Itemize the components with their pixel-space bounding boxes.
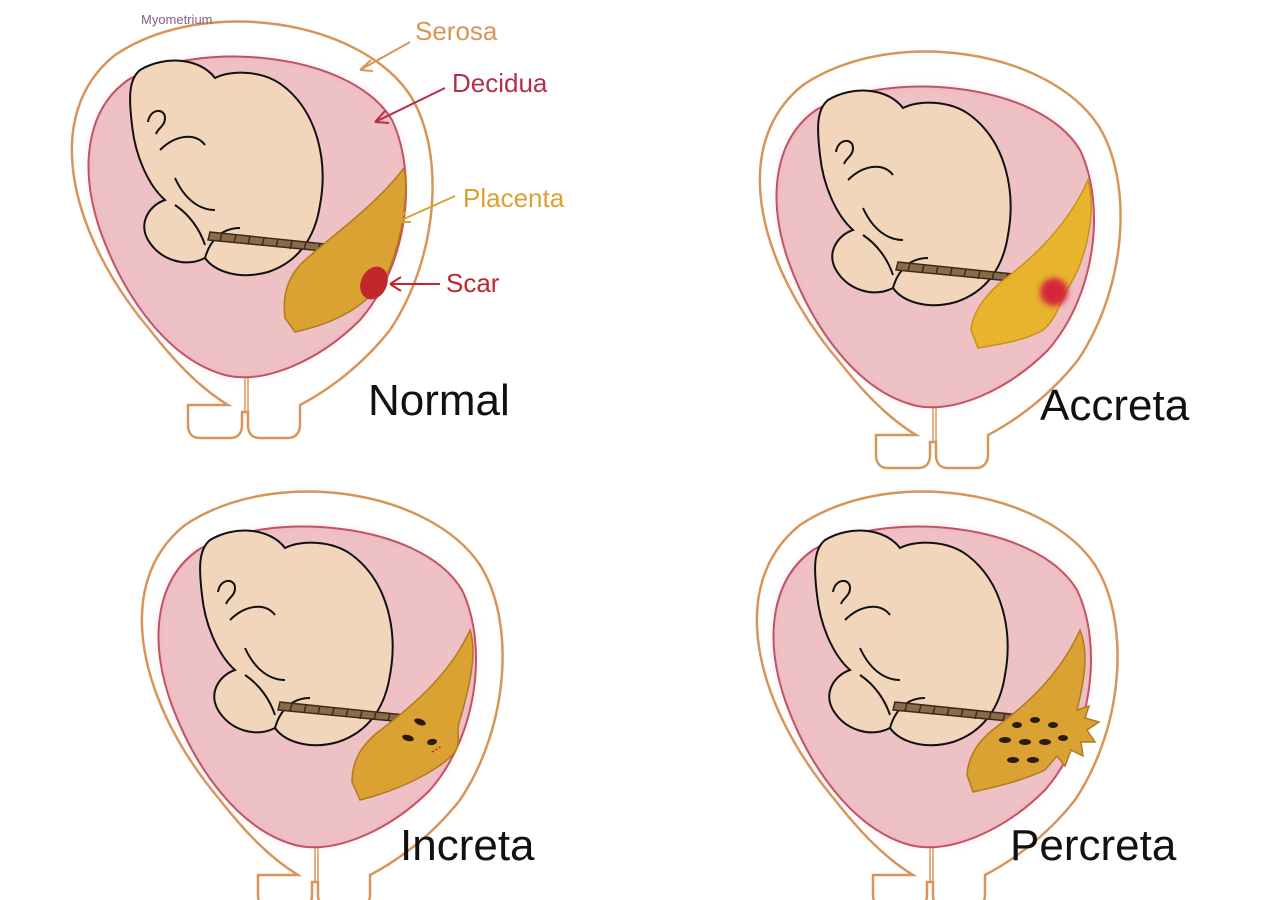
panel-title-increta: Increta: [400, 821, 535, 870]
panel-title-normal: Normal: [368, 376, 510, 425]
panel-title-percreta: Percreta: [1010, 821, 1177, 870]
serosa-label: Serosa: [415, 16, 498, 46]
myometrium-label: Myometrium: [141, 12, 213, 27]
panel-normal: Myometrium Serosa Decidua Placenta Scar …: [72, 12, 565, 438]
accreta-invasion-spot: [1040, 278, 1068, 306]
scar-label: Scar: [446, 268, 500, 298]
decidua-label: Decidua: [452, 68, 548, 98]
panel-title-accreta: Accreta: [1040, 381, 1190, 430]
placenta-label: Placenta: [463, 183, 565, 213]
